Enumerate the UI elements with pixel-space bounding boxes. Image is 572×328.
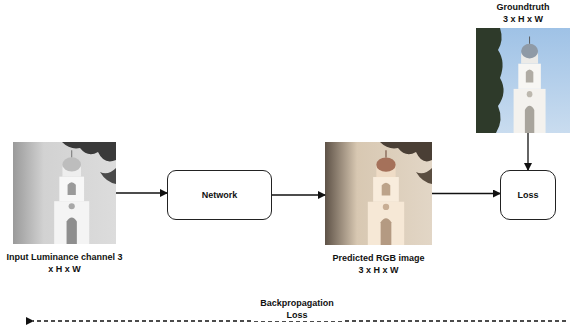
flow-arrow xyxy=(116,192,167,193)
colorized-photo xyxy=(325,142,432,245)
groundtruth-photo xyxy=(476,28,570,133)
groundtruth-image: Groundtruth 3 x H x W xyxy=(476,28,570,133)
image-caption: Predicted RGB image 3 x H x W xyxy=(331,252,427,276)
grayscale-photo xyxy=(13,142,116,244)
box-label: Loss xyxy=(517,189,538,201)
input-image: Input Luminance channel 3 x H x W xyxy=(13,142,116,244)
process-box: Network xyxy=(167,170,272,220)
flow-arrow xyxy=(527,133,528,170)
box-label: Network xyxy=(202,189,238,201)
loss-box: Loss xyxy=(500,170,556,220)
image-caption: Groundtruth 3 x H x W xyxy=(494,1,552,25)
image-caption: Input Luminance channel 3 x H x W xyxy=(5,251,125,275)
flow-arrow xyxy=(432,193,500,194)
flow-arrow xyxy=(272,194,325,195)
output-image: Predicted RGB image 3 x H x W xyxy=(325,142,432,245)
annotation-label: Backpropagation Loss xyxy=(252,297,342,321)
